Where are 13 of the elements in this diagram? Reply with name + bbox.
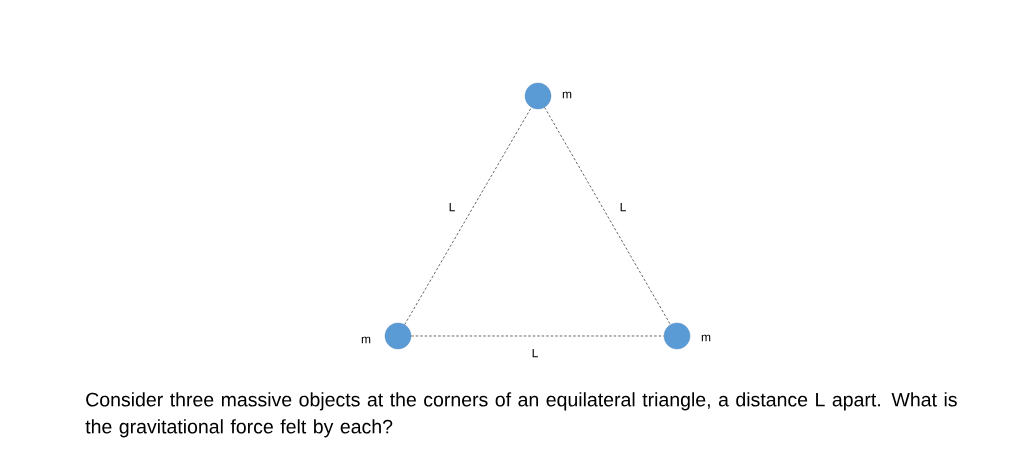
mass-circle <box>524 82 552 110</box>
mass-circle <box>663 322 691 350</box>
mass-label: m <box>701 334 711 342</box>
dashed-line <box>544 107 671 325</box>
mass-label: m <box>361 336 371 344</box>
edge-label: L <box>618 201 628 213</box>
dashed-line <box>410 335 665 337</box>
question-text: Consider three massive objects at the corners of an equilateral triangle, a distance L apart. What is the gravitational force felt by each? <box>85 392 957 438</box>
mass-label: m <box>562 91 572 99</box>
edge-label: L <box>530 347 540 359</box>
mass-circle <box>384 322 412 350</box>
dashed-line <box>404 107 532 325</box>
edge-label: L <box>447 201 457 213</box>
